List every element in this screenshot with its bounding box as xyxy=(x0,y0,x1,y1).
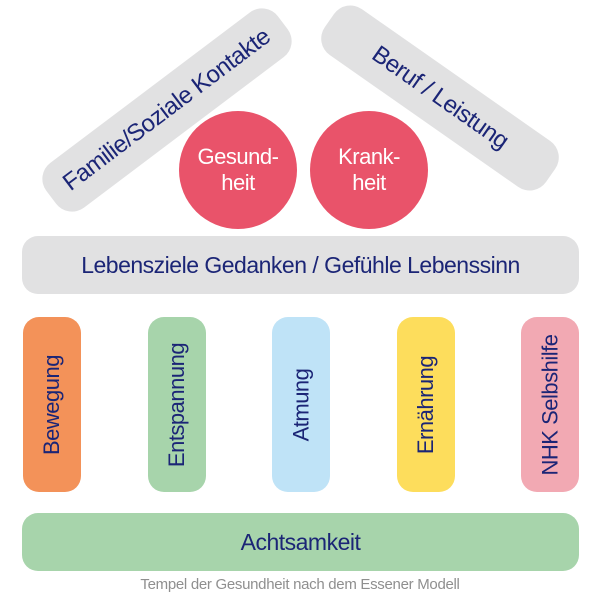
pillar-atmung: Atmung xyxy=(272,317,330,492)
pillar-nhk-selbshilfe-label: NHK Selbshilfe xyxy=(537,334,563,475)
pillar-bewegung-label: Bewegung xyxy=(39,354,65,455)
pillar-ernaehrung: Ernährung xyxy=(397,317,455,492)
caption: Tempel der Gesundheit nach dem Essener M… xyxy=(140,576,460,593)
pillar-bewegung: Bewegung xyxy=(23,317,81,492)
circle-krankheit-label: Krank- heit xyxy=(338,144,400,195)
beam-label: Lebensziele Gedanken / Gefühle Lebenssin… xyxy=(81,251,520,278)
circle-gesundheit-label: Gesund- heit xyxy=(197,144,279,195)
pillar-nhk-selbshilfe: NHK Selbshilfe xyxy=(521,317,579,492)
beam-lebensziele: Lebensziele Gedanken / Gefühle Lebenssin… xyxy=(22,236,579,294)
base-label: Achtsamkeit xyxy=(240,528,361,555)
circle-krankheit: Krank- heit xyxy=(310,111,428,229)
pillar-entspannung: Entspannung xyxy=(148,317,206,492)
circle-gesundheit: Gesund- heit xyxy=(179,111,297,229)
pillar-ernaehrung-label: Ernährung xyxy=(413,355,438,454)
base-achtsamkeit: Achtsamkeit xyxy=(22,513,579,571)
pillar-entspannung-label: Entspannung xyxy=(164,342,190,467)
pillar-atmung-label: Atmung xyxy=(288,368,314,441)
